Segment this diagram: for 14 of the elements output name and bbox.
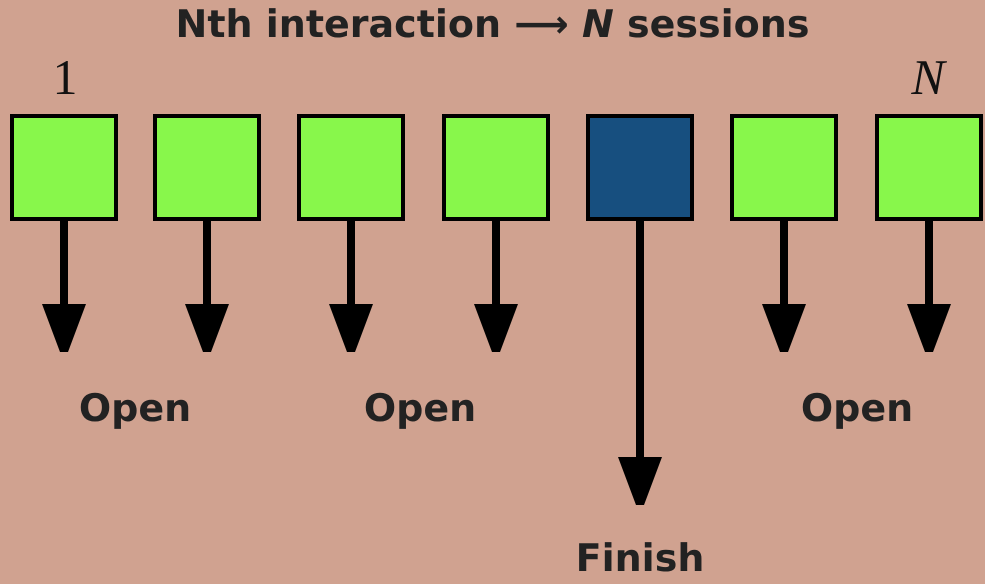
index-label: N	[911, 50, 945, 105]
outcome-label: Open	[800, 388, 914, 430]
square-box	[442, 114, 550, 221]
square-box	[297, 114, 405, 221]
outcome-label: Open	[364, 388, 476, 430]
square-box	[153, 114, 261, 221]
square-box	[10, 114, 118, 221]
title: Nth interaction ⟶ N sessions	[174, 2, 810, 46]
index-label: 1	[52, 50, 78, 105]
square-box	[875, 114, 983, 221]
outcome-label: Open	[78, 388, 192, 430]
square-box	[730, 114, 838, 221]
outcome-label: Finish	[576, 538, 704, 580]
square-box	[586, 114, 694, 221]
